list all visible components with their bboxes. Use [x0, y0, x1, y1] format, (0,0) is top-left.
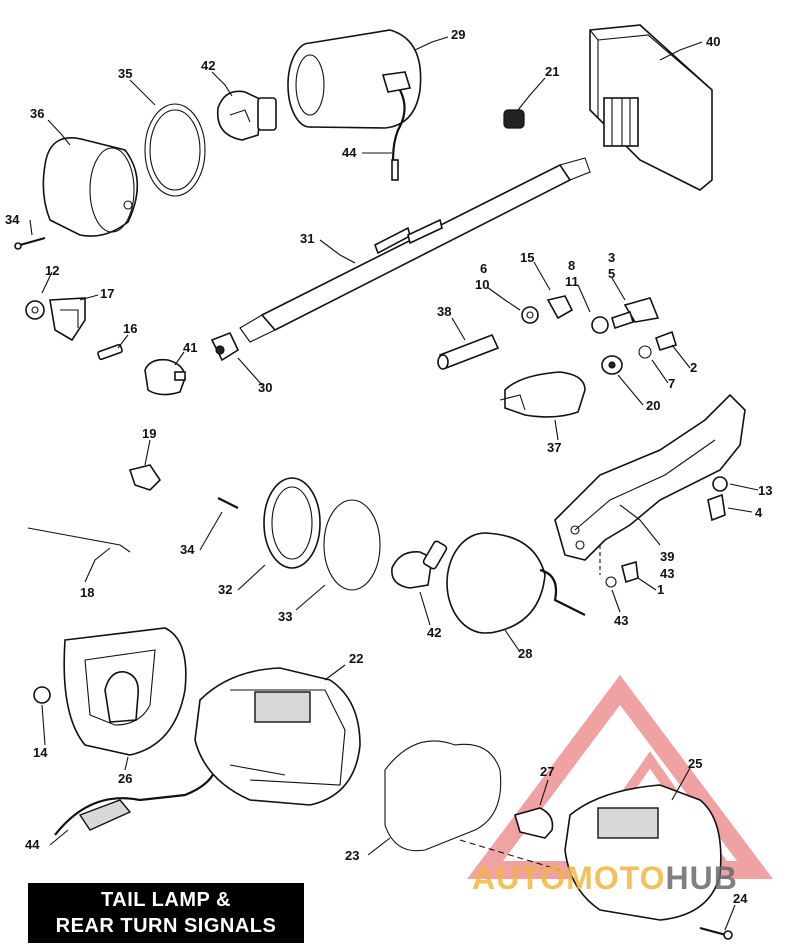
title-line-1: TAIL LAMP & [101, 889, 231, 911]
callout-29: 29 [451, 27, 465, 42]
callout-20: 20 [646, 398, 660, 413]
part-7-clip [638, 345, 652, 359]
part-13-nut [712, 476, 728, 492]
part-25-lens [564, 784, 722, 921]
callout-39: 39 [660, 549, 674, 564]
watermark-text: AUTOMOTOHUB [472, 860, 738, 897]
part-42-bulb-lower [391, 540, 448, 589]
callout-27: 27 [540, 764, 554, 779]
part-40-module [589, 24, 713, 191]
part-23-gasket-loop [384, 740, 502, 852]
callout-23: 23 [345, 848, 359, 863]
part-6-washer [521, 306, 539, 324]
callout-26: 26 [118, 771, 132, 786]
part-27-bulb [514, 807, 554, 839]
part-2-screw [654, 330, 677, 351]
watermark-part2: HUB [665, 860, 738, 896]
callout-10: 10 [475, 277, 489, 292]
callout-25: 25 [688, 756, 702, 771]
callout-22: 22 [349, 651, 363, 666]
callout-35: 35 [118, 66, 132, 81]
part-36-lens [42, 137, 139, 237]
part-34-screw-top [14, 236, 46, 250]
part-35-gasket [144, 103, 206, 197]
callout-18: 18 [80, 585, 94, 600]
part-33-gasket [323, 499, 381, 591]
callout-15: 15 [520, 250, 534, 265]
part-44-harness-lower [54, 769, 217, 836]
part-22-tail-lamp [194, 667, 361, 806]
callout-40: 40 [706, 34, 720, 49]
part-16-terminal [97, 343, 123, 361]
part-20-spacer [601, 355, 623, 375]
part-29-lamp-housing [287, 29, 422, 181]
title-line-2: REAR TURN SIGNALS [55, 915, 277, 937]
callout-16: 16 [123, 321, 137, 336]
callout-3: 3 [608, 250, 615, 265]
part-30-nut [210, 331, 240, 362]
part-3-bolt [611, 297, 660, 330]
callout-42-lower: 42 [427, 625, 441, 640]
callout-12: 12 [45, 263, 59, 278]
callout-37: 37 [547, 440, 561, 455]
callout-44-lower: 44 [25, 837, 40, 852]
callout-44-top: 44 [342, 145, 357, 160]
callout-6: 6 [480, 261, 487, 276]
part-26-base-plate [63, 627, 187, 756]
watermark-part1: AUTOMOTO [472, 860, 666, 896]
callout-43-lower: 43 [614, 613, 628, 628]
part-18-strap [27, 527, 131, 553]
part-37-cover [499, 371, 586, 418]
callout-4: 4 [755, 505, 763, 520]
callout-24: 24 [733, 891, 748, 906]
part-41-flasher [144, 358, 186, 396]
callout-32: 32 [218, 582, 232, 597]
callout-33: 33 [278, 609, 292, 624]
callout-30: 30 [258, 380, 272, 395]
callout-34-top: 34 [5, 212, 20, 227]
part-32-bezel [263, 477, 321, 569]
callout-19: 19 [142, 426, 156, 441]
callout-11: 11 [565, 274, 579, 289]
part-39-bracket [554, 393, 746, 561]
callout-7: 7 [668, 376, 675, 391]
callout-43-upper: 43 [660, 566, 674, 581]
part-19-clip [128, 464, 162, 491]
part-38-stud [437, 333, 500, 370]
callout-38: 38 [437, 304, 451, 319]
part-8-lockwasher [591, 316, 609, 334]
callout-41: 41 [183, 340, 197, 355]
part-31-shaft [239, 157, 591, 343]
part-34-screw-lower [217, 497, 239, 509]
callout-34-lower: 34 [180, 542, 195, 557]
part-42-bulb-top [216, 90, 277, 141]
callout-21: 21 [545, 64, 559, 79]
callouts: 29 40 42 35 21 36 44 34 31 12 17 6 10 15… [5, 27, 772, 906]
part-14-nut [33, 686, 51, 704]
callout-42-top: 42 [201, 58, 215, 73]
part-4-screw [707, 493, 726, 522]
callout-13: 13 [758, 483, 772, 498]
callout-14: 14 [33, 745, 48, 760]
part-28-lamp [446, 532, 586, 634]
callout-36: 36 [30, 106, 44, 121]
diagram-title-box: TAIL LAMP & REAR TURN SIGNALS [28, 883, 304, 943]
part-17-bracket [49, 297, 86, 342]
part-12-washer [25, 300, 45, 320]
part-1-screw [621, 560, 639, 584]
part-15-nut [546, 295, 574, 320]
callout-31: 31 [300, 231, 314, 246]
callout-1: 1 [657, 582, 664, 597]
callout-2: 2 [690, 360, 697, 375]
callout-28: 28 [518, 646, 532, 661]
part-43-washer [605, 576, 617, 588]
callout-17: 17 [100, 286, 114, 301]
callout-8: 8 [568, 258, 575, 273]
part-21-nut [503, 109, 525, 129]
leader-lines [29, 36, 759, 931]
part-24-screw [699, 926, 733, 940]
callout-5: 5 [608, 266, 615, 281]
